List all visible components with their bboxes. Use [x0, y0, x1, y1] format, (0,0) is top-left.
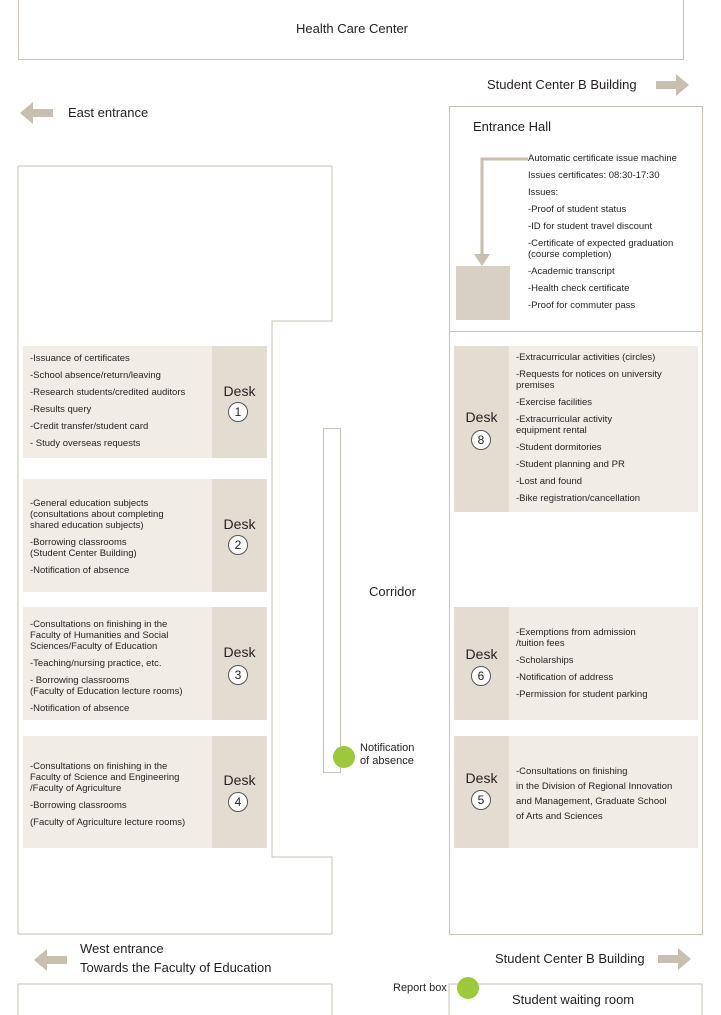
desk-4-service: -Consultations on finishing in the Facul… — [30, 761, 180, 794]
desk-6-panel — [509, 607, 698, 720]
machine-info-item: -Academic transcript — [528, 266, 615, 277]
desk-4-number: 4 — [228, 792, 248, 812]
arrow-right-bottom-icon — [658, 948, 691, 970]
desk-1-service: - Study overseas requests — [30, 438, 141, 449]
desk-1-service: -Results query — [30, 404, 92, 415]
desk-8-service: -Exercise facilities — [516, 397, 593, 408]
desk-8[interactable]: Desk 8 — [454, 346, 509, 512]
west-entrance-label: West entrance — [80, 941, 164, 956]
desk-1-panel — [23, 346, 212, 458]
desk-2-services: -General education subjects (consultatio… — [30, 498, 212, 582]
desk-4-word: Desk — [223, 772, 256, 788]
desk-4[interactable]: Desk 4 — [212, 736, 267, 848]
desk-3-word: Desk — [223, 644, 256, 660]
desk-1-service: -School absence/return/leaving — [30, 370, 161, 381]
student-center-b-bottom-label: Student Center B Building — [495, 951, 645, 966]
health-care-center-room — [18, 0, 684, 60]
machine-info-item: Issues certificates: 08:30-17:30 — [528, 170, 660, 181]
machine-info-item: -Proof of student status — [528, 204, 627, 215]
desk-8-service: -Lost and found — [516, 476, 583, 487]
machine-info-item: Issues: — [528, 187, 559, 198]
desk-8-service: -Student planning and PR — [516, 459, 625, 470]
desk-3[interactable]: Desk 3 — [212, 607, 267, 720]
desk-2-word: Desk — [223, 516, 256, 532]
desk-8-service: -Bike registration/cancellation — [516, 493, 641, 504]
desk-4-panel — [23, 736, 212, 848]
desk-6-service: -Permission for student parking — [516, 689, 648, 700]
machine-info-item: Automatic certificate issue machine — [528, 153, 677, 164]
desk-6-number: 6 — [471, 666, 491, 686]
desk-3-services: -Consultations on finishing in the Facul… — [30, 619, 212, 720]
report-box-marker[interactable] — [457, 977, 479, 999]
desk-1-service: -Issuance of certificates — [30, 353, 130, 364]
desk-1-service: -Credit transfer/student card — [30, 421, 149, 432]
desk-8-service: -Extracurricular activity equipment rent… — [516, 414, 613, 436]
desk-1-services: -Issuance of certificates -School absenc… — [30, 353, 212, 455]
health-care-center-label: Health Care Center — [296, 21, 408, 36]
desk-8-service: -Extracurricular activities (circles) — [516, 352, 656, 363]
desk-4-service: (Faculty of Agriculture lecture rooms) — [30, 817, 186, 828]
desk-3-panel — [23, 607, 212, 720]
desk-3-service: -Notification of absence — [30, 703, 130, 714]
desk-6[interactable]: Desk 6 — [454, 607, 509, 720]
desk-3-number: 3 — [228, 665, 248, 685]
desk-5-number: 5 — [471, 790, 491, 810]
desk-3-service: - Borrowing classrooms (Faculty of Educa… — [30, 675, 183, 697]
report-box-label: Report box — [393, 982, 447, 994]
towards-education-label: Towards the Faculty of Education — [80, 960, 272, 975]
desk-1-word: Desk — [223, 383, 256, 399]
desk-6-service: -Scholarships — [516, 655, 574, 666]
desk-2-panel — [23, 479, 212, 592]
desk-8-service: -Student dormitories — [516, 442, 602, 453]
machine-info-item: -Proof for commuter pass — [528, 300, 636, 311]
desk-1[interactable]: Desk 1 — [212, 346, 267, 458]
desk-5-word: Desk — [465, 770, 498, 786]
machine-info-item: -ID for student travel discount — [528, 221, 653, 232]
desk-3-service: -Teaching/nursing practice, etc. — [30, 658, 162, 669]
east-entrance-label: East entrance — [68, 105, 149, 120]
desk-4-service: -Borrowing classrooms — [30, 800, 127, 811]
desk-6-word: Desk — [465, 646, 498, 662]
machine-info-item: -Health check certificate — [528, 283, 630, 294]
desk-4-services: -Consultations on finishing in the Facul… — [30, 761, 212, 834]
arrow-left-east-icon — [20, 102, 53, 124]
desk-8-panel — [509, 346, 698, 512]
desk-6-service: -Notification of address — [516, 672, 614, 683]
desk-5-panel — [509, 736, 698, 848]
desk-8-service: -Requests for notices on university prem… — [516, 369, 662, 391]
desk-2-service: -Notification of absence — [30, 565, 130, 576]
entrance-hall-label: Entrance Hall — [473, 119, 552, 134]
arrow-right-top-icon — [656, 74, 689, 96]
student-waiting-room-label: Student waiting room — [512, 992, 635, 1007]
desk-2[interactable]: Desk 2 — [212, 479, 267, 592]
machine-info-list: Automatic certificate issue machine Issu… — [528, 153, 703, 317]
desk-2-number: 2 — [228, 535, 248, 555]
certificate-machine[interactable] — [456, 266, 510, 320]
desk-6-services: -Exemptions from admission /tuition fees… — [516, 627, 698, 706]
desk-8-services: -Extracurricular activities (circles) -R… — [516, 352, 698, 510]
notification-absence-box-marker[interactable] — [333, 746, 355, 768]
corridor-label: Corridor — [369, 584, 416, 599]
notification-absence-label-1: Notification — [360, 742, 415, 754]
notification-absence-label-2: of absence — [360, 755, 414, 767]
desk-8-word: Desk — [465, 409, 498, 425]
desk-1-number: 1 — [228, 402, 248, 422]
desk-5[interactable]: Desk 5 — [454, 736, 509, 848]
desk-8-number: 8 — [471, 430, 491, 450]
desk-5-services: -Consultations on finishing in the Divis… — [516, 764, 698, 830]
desk-6-service: -Exemptions from admission /tuition fees — [516, 627, 636, 649]
arrow-left-west-icon — [34, 949, 67, 971]
desk-2-service: -Borrowing classrooms (Student Center Bu… — [30, 537, 137, 559]
student-center-b-top-label: Student Center B Building — [487, 77, 637, 92]
machine-info-item: -Certificate of expected graduation (cou… — [528, 238, 674, 260]
desk-2-service: -General education subjects (consultatio… — [30, 498, 164, 531]
desk-3-service: -Consultations on finishing in the Facul… — [30, 619, 169, 652]
desk-1-service: -Research students/credited auditors — [30, 387, 186, 398]
desk-5-service: -Consultations on finishing in the Divis… — [516, 766, 673, 822]
